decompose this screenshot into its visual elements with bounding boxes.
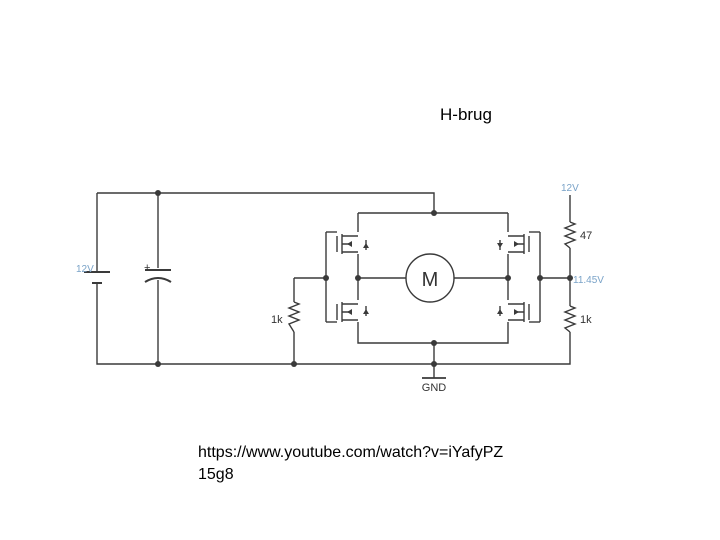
node-voltage-label: 11.45V xyxy=(573,275,604,286)
motor: M xyxy=(405,253,455,303)
resistor-bottom-right: 1k xyxy=(563,305,592,333)
mosfet-bottom-left xyxy=(336,302,369,322)
capacitor: + xyxy=(144,262,172,283)
ground-symbol: GND xyxy=(422,377,447,394)
battery: 12V xyxy=(76,264,110,284)
resistor-right-label: 1k xyxy=(580,314,592,326)
mosfet-bottom-right xyxy=(497,302,530,322)
url-line-2: 15g8 xyxy=(198,466,234,483)
supply-voltage-label: 12V xyxy=(561,183,579,194)
capacitor-polarity-label: + xyxy=(144,262,150,274)
ground-label: GND xyxy=(422,382,447,394)
junctions xyxy=(155,190,573,367)
slide-title: H-brug xyxy=(440,105,492,124)
video-link[interactable]: https://www.youtube.com/watch?v=iYafyPZ … xyxy=(198,442,578,486)
url-line-1: https://www.youtube.com/watch?v=iYafyPZ xyxy=(198,444,504,461)
resistor-left-label: 1k xyxy=(271,314,283,326)
mosfet-top-right xyxy=(497,234,530,254)
mosfet-top-left xyxy=(336,234,369,254)
resistor-top-right: 47 xyxy=(563,221,592,249)
battery-voltage-label: 12V xyxy=(76,264,94,275)
resistor-left: 1k xyxy=(271,301,301,333)
motor-label: M xyxy=(422,269,439,291)
wires xyxy=(96,192,571,378)
resistor-top-label: 47 xyxy=(580,230,592,242)
